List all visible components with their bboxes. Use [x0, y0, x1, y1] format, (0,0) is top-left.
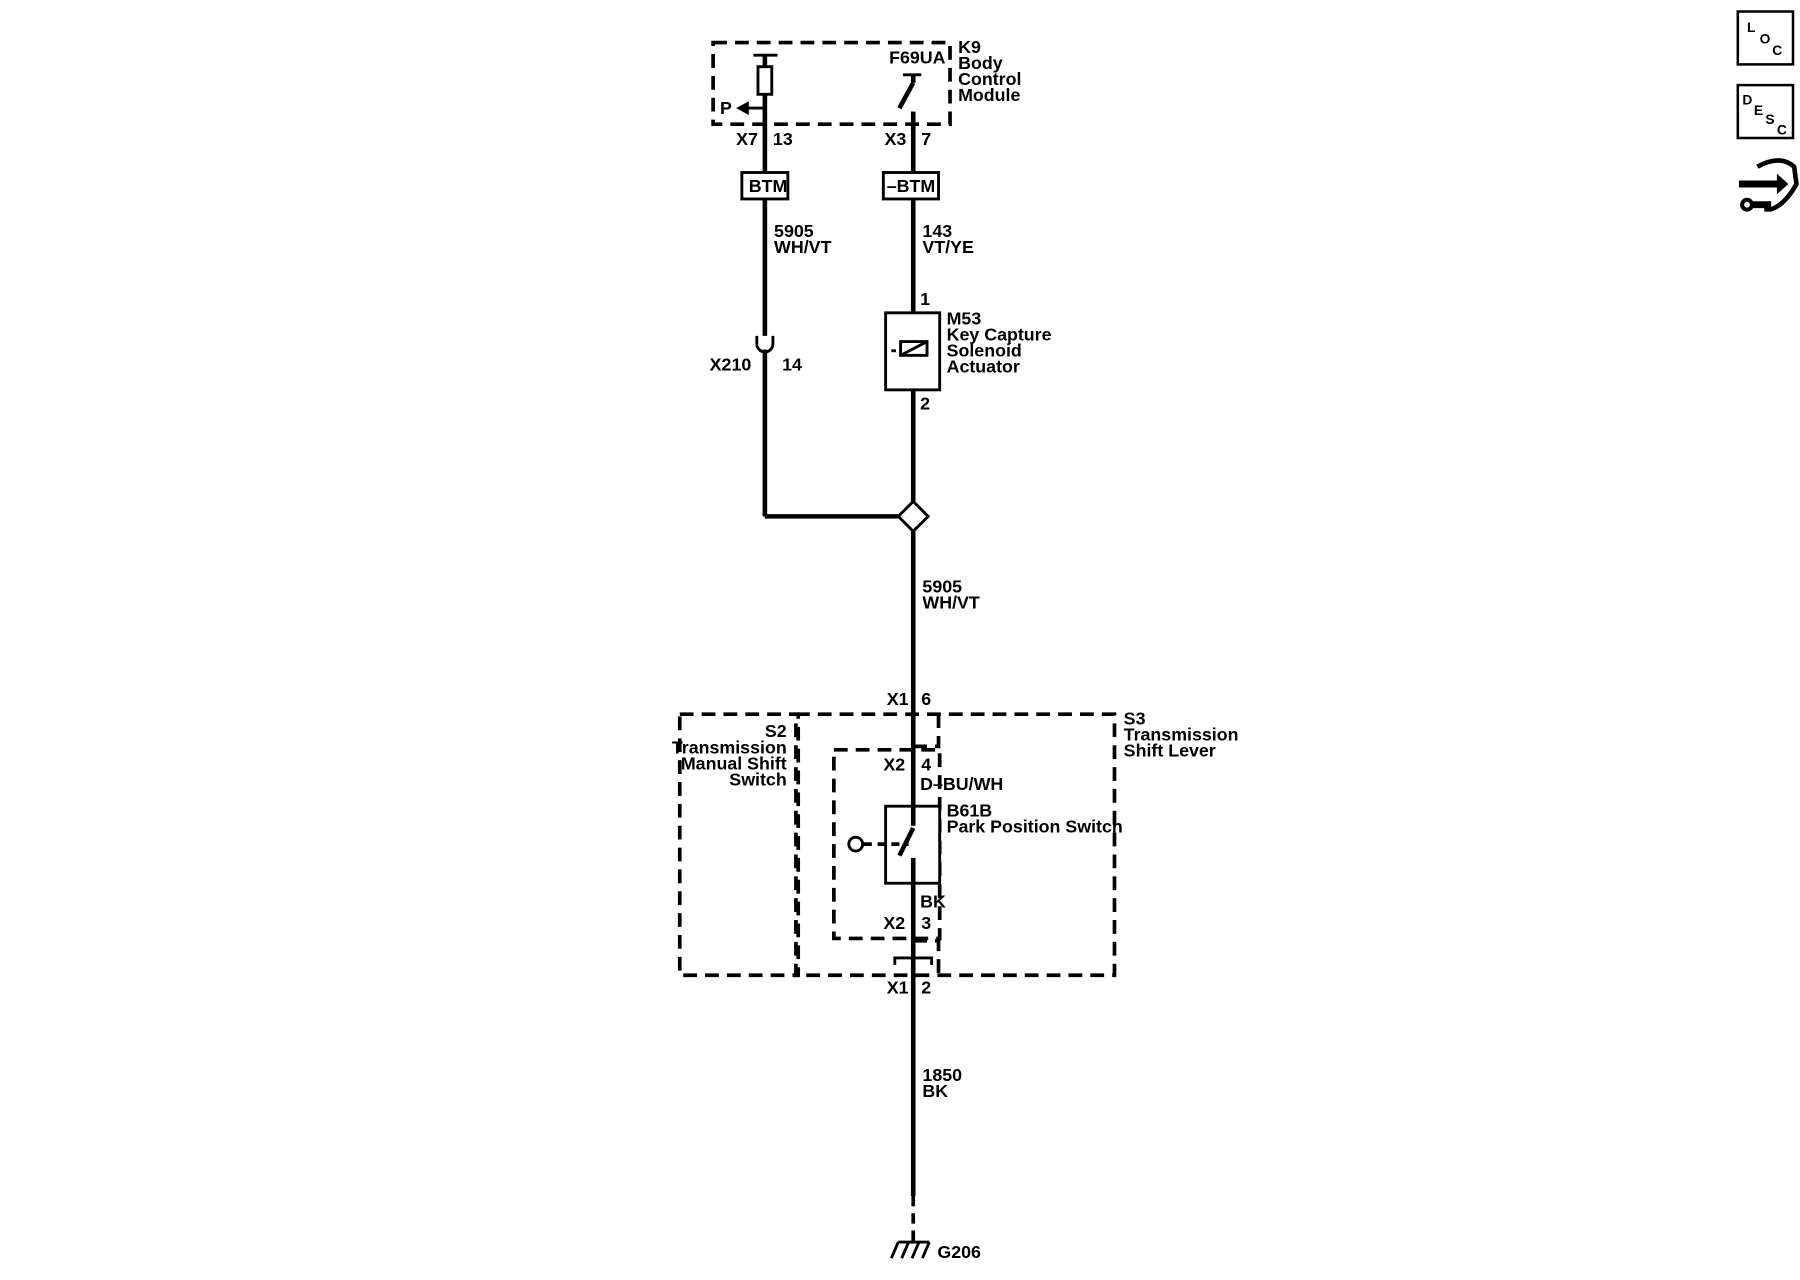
k9-name-line-3: Module — [958, 85, 1020, 105]
ground-label: G206 — [937, 1242, 981, 1262]
wire-1850-color: BK — [922, 1081, 948, 1101]
wire-dbu-wh: D–BU/WH — [920, 774, 1003, 794]
btm-label-left: BTM — [749, 176, 788, 196]
wire-5905-lower-circuit: 5905 — [922, 576, 962, 596]
m53-pin-1: 1 — [920, 289, 930, 309]
wire-5905-upper-color: WH/VT — [774, 237, 832, 257]
x210-connector: X210 — [710, 354, 752, 374]
p-arrow-icon — [736, 101, 749, 116]
wire-5905-lower-color: WH/VT — [922, 592, 980, 612]
wire-143-circuit: 143 — [922, 221, 952, 241]
x1-bottom-pin: 2 — [921, 978, 931, 998]
location-icon[interactable] — [1736, 10, 1795, 66]
s2-name-line-1: S2 — [765, 721, 787, 741]
s2-name-line-2: Transmission — [672, 737, 787, 757]
s3-shift-lever-outline — [794, 712, 1117, 978]
x210-pin: 14 — [782, 354, 802, 374]
s3-name-line-1: S3 — [1124, 709, 1146, 729]
m53-pin-2: 2 — [920, 393, 930, 413]
x1-top-connector: X1 — [887, 689, 909, 709]
k9-right-pin: 7 — [921, 129, 931, 149]
x210-connector-icon — [755, 335, 775, 354]
k9-p-label: P — [720, 98, 732, 118]
s3-name-line-3: Shift Lever — [1124, 741, 1216, 761]
k9-left-pin: 13 — [773, 129, 793, 149]
k9-module-outline — [711, 40, 952, 127]
solenoid-coil-icon — [899, 340, 929, 357]
k9-name-line-2: Control — [958, 69, 1021, 89]
btm-box-right — [881, 171, 940, 201]
btm-box-left — [740, 171, 790, 201]
k9-left-connector: X7 — [736, 129, 758, 149]
wire-143-color: VT/YE — [922, 237, 974, 257]
s2-switch-outline — [677, 712, 801, 978]
loc-letter-l: L — [1747, 20, 1755, 35]
wire-bk-inner: BK — [920, 891, 946, 911]
loc-letter-o: O — [1760, 32, 1771, 47]
x2-top-connector: X2 — [883, 755, 905, 775]
ground-icon — [890, 1240, 931, 1259]
park-switch-blade — [897, 827, 916, 857]
k9-internal-fuse — [756, 65, 774, 96]
desc-letter-e: E — [1754, 103, 1763, 118]
m53-name-line-1: M53 — [947, 308, 982, 328]
m53-name-line-2: Key Capture — [947, 324, 1052, 344]
wire-5905-upper-circuit: 5905 — [774, 221, 814, 241]
switch-actuator-icon — [847, 835, 865, 853]
b61b-name-line-1: B61B — [947, 801, 993, 821]
s2-name-line-4: Switch — [729, 769, 786, 789]
connector-wrench-icon[interactable] — [1738, 158, 1799, 212]
k9-right-connector: X3 — [884, 129, 906, 149]
desc-letter-c: C — [1777, 123, 1787, 138]
splice-pack-icon — [896, 499, 931, 534]
s3-name-line-2: Transmission — [1124, 725, 1239, 745]
m53-name-line-3: Solenoid — [947, 341, 1022, 361]
btm-label-right: –BTM — [887, 176, 936, 196]
s2-name-line-3: Manual Shift — [681, 753, 787, 773]
k9-ref: K9 — [958, 37, 981, 57]
location-button[interactable]: L O C — [1736, 10, 1795, 66]
desc-letter-d: D — [1742, 93, 1752, 108]
description-button[interactable]: D E S C — [1736, 83, 1795, 140]
m53-name-line-4: Actuator — [947, 357, 1020, 377]
b61b-name-line-2: Park Position Switch — [947, 817, 1123, 837]
wire-1850-circuit: 1850 — [922, 1065, 962, 1085]
k9-name-line-1: Body — [958, 53, 1003, 73]
x2-bottom-connector: X2 — [883, 913, 905, 933]
x2-top-pin: 4 — [921, 755, 931, 775]
desc-letter-s: S — [1765, 112, 1774, 127]
loc-letter-c: C — [1772, 43, 1782, 58]
k9-fuse-label: F69UA — [889, 47, 946, 67]
k9-switch-blade — [897, 81, 916, 110]
x1-bottom-connector: X1 — [887, 978, 909, 998]
x2-bottom-pin: 3 — [921, 913, 931, 933]
x1-top-pin: 6 — [921, 689, 931, 709]
description-icon[interactable] — [1736, 83, 1795, 140]
